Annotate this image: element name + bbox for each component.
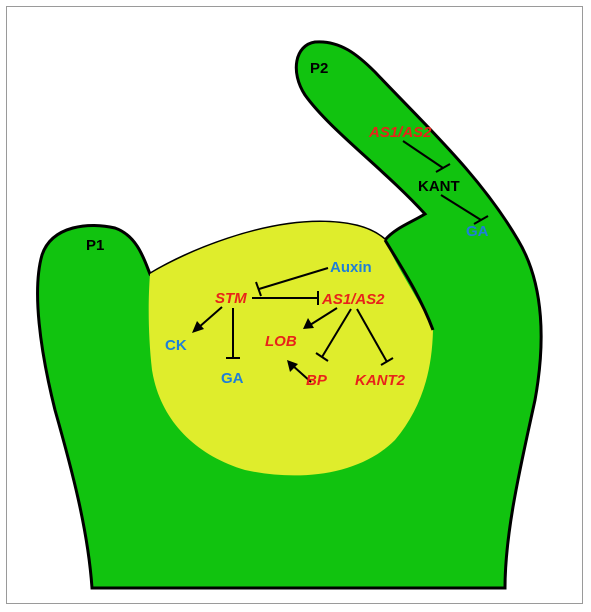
label-p2-kant: KANT [418, 178, 460, 195]
label-auxin: Auxin [330, 259, 372, 276]
label-bp: BP [306, 372, 328, 389]
label-lob: LOB [265, 333, 297, 350]
label-ck: CK [165, 337, 187, 354]
label-p2-ga: GA [466, 223, 489, 240]
label-ga: GA [221, 370, 244, 387]
label-p2: P2 [310, 60, 328, 77]
label-p1: P1 [86, 237, 104, 254]
label-kant2: KANT2 [355, 372, 406, 389]
label-p2-as1-as2: AS1/AS2 [368, 124, 432, 141]
label-as1-as2: AS1/AS2 [321, 291, 385, 308]
label-stm: STM [215, 290, 247, 307]
